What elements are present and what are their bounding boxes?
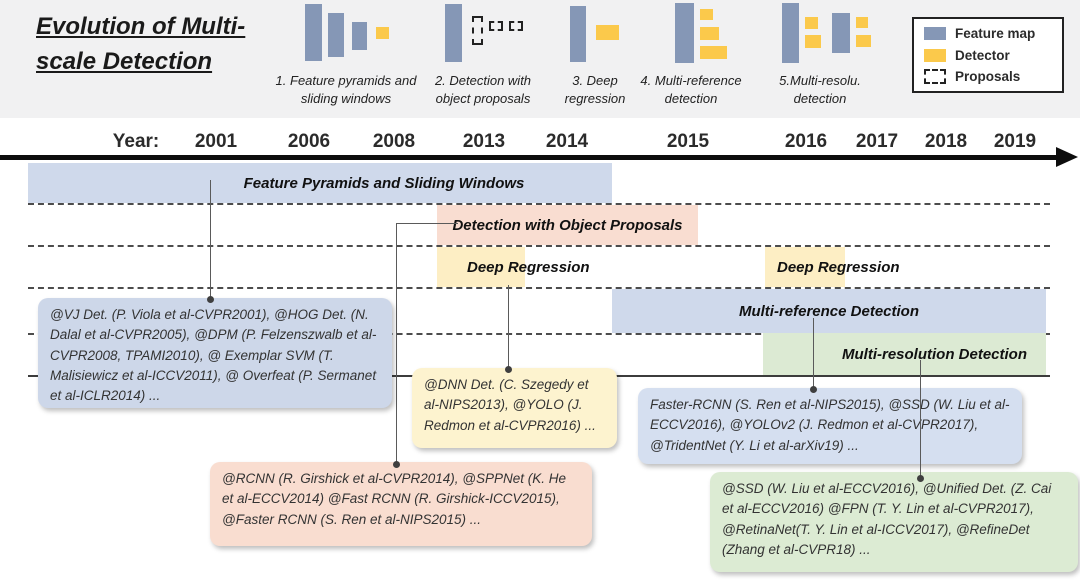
legend-label: Proposals: [955, 69, 1021, 84]
year-tick: 2017: [855, 131, 899, 152]
row-divider-dashed: [28, 203, 1050, 205]
feature-map-bar: [570, 6, 586, 62]
stage-4-caption: 4. Multi-reference detection: [640, 73, 742, 106]
feature-map-bar: [782, 3, 799, 63]
feature-map-bar: [445, 4, 462, 62]
citations-multi-resolution: @SSD (W. Liu et al-ECCV2016), @Unified D…: [710, 472, 1078, 572]
stage-3-caption: 3. Deep regression: [564, 73, 626, 106]
header-strip: Evolution of Multi-scale Detection 1. Fe…: [0, 0, 1080, 118]
connector-dot: [393, 461, 400, 468]
band-deep-regression-1: Deep Regression: [437, 247, 590, 287]
band-label: Multi-reference Detection: [738, 302, 920, 320]
connector-proposals-hline: [396, 223, 458, 224]
year-tick: 2019: [993, 131, 1037, 152]
year-tick: 2008: [372, 131, 416, 152]
band-label: Deep Regression: [467, 258, 590, 276]
year-tick: 2001: [194, 131, 238, 152]
band-multi-reference: Multi-reference Detection: [612, 289, 1046, 333]
proposal-box: [489, 21, 503, 31]
legend: Feature map Detector Proposals: [912, 17, 1064, 93]
feature-map-bar: [832, 13, 850, 53]
connector-deep-regression-line: [508, 285, 509, 368]
timeline-arrowhead-icon: [1056, 147, 1078, 167]
proposals-swatch-icon: [924, 69, 946, 84]
proposal-box: [509, 21, 523, 31]
legend-item-feature-map: Feature map: [924, 26, 1052, 41]
feature-map-bar: [675, 3, 694, 63]
detector-block: [856, 35, 871, 47]
detector-block: [700, 9, 713, 20]
year-tick: 2013: [462, 131, 506, 152]
stage-2-caption: 2. Detection with object proposals: [434, 73, 532, 106]
citations-object-proposals: @RCNN (R. Girshick et al-CVPR2014), @SPP…: [210, 462, 592, 546]
detector-block: [856, 17, 868, 28]
timeline-axis-line: [0, 155, 1060, 160]
row-divider-dashed: [28, 245, 1050, 247]
connector-dot: [207, 296, 214, 303]
connector-proposals-vline: [396, 223, 397, 463]
legend-item-detector: Detector: [924, 48, 1052, 63]
row-divider-dashed: [28, 333, 1050, 335]
year-tick: 2015: [666, 131, 710, 152]
band-label: Detection with Object Proposals: [452, 216, 683, 234]
band-feature-pyramids: Feature Pyramids and Sliding Windows: [28, 163, 612, 203]
connector-2001-line: [210, 180, 211, 298]
citations-deep-regression: @DNN Det. (C. Szegedy et al-NIPS2013), @…: [412, 368, 617, 448]
connector-dot: [917, 475, 924, 482]
legend-label: Feature map: [955, 26, 1036, 41]
year-tick: 2014: [545, 131, 589, 152]
detector-block: [805, 35, 821, 48]
feature-map-bar: [328, 13, 344, 57]
legend-label: Detector: [955, 47, 1010, 63]
detector-block: [700, 46, 727, 59]
year-tick: 2018: [924, 131, 968, 152]
connector-multi-reference-line: [813, 318, 814, 388]
band-multi-resolution: Multi-resolution Detection: [763, 333, 1046, 375]
legend-item-proposals: Proposals: [924, 69, 1052, 84]
feature-map-bar: [305, 4, 322, 61]
year-tick: 2006: [287, 131, 331, 152]
band-object-proposals: Detection with Object Proposals: [437, 205, 698, 245]
connector-dot: [505, 366, 512, 373]
proposal-box: [472, 16, 483, 45]
band-label: Multi-resolution Detection: [842, 345, 1027, 363]
stage-5-caption: 5.Multi-resolu. detection: [779, 73, 861, 106]
year-tick: 2016: [784, 131, 828, 152]
connector-dot: [810, 386, 817, 393]
detector-block: [700, 27, 719, 40]
stage-1-caption: 1. Feature pyramids and sliding windows: [275, 73, 417, 106]
citations-sliding-windows: @VJ Det. (P. Viola et al-CVPR2001), @HOG…: [38, 298, 392, 408]
detector-swatch-icon: [924, 48, 946, 62]
band-deep-regression-2: Deep Regression: [765, 247, 900, 287]
citations-multi-reference: Faster-RCNN (S. Ren et al-NIPS2015), @SS…: [638, 388, 1022, 464]
connector-multi-resolution-line: [920, 360, 921, 477]
detector-block: [805, 17, 818, 29]
feature-map-bar: [352, 22, 367, 50]
detector-block: [376, 27, 389, 39]
figure-title: Evolution of Multi-scale Detection: [36, 13, 246, 75]
detector-block: [596, 25, 619, 40]
row-divider-dashed: [28, 287, 1050, 289]
feature-map-swatch-icon: [924, 27, 946, 40]
band-label: Deep Regression: [777, 258, 900, 276]
band-label: Feature Pyramids and Sliding Windows: [243, 174, 525, 192]
year-axis-label: Year:: [112, 131, 160, 152]
